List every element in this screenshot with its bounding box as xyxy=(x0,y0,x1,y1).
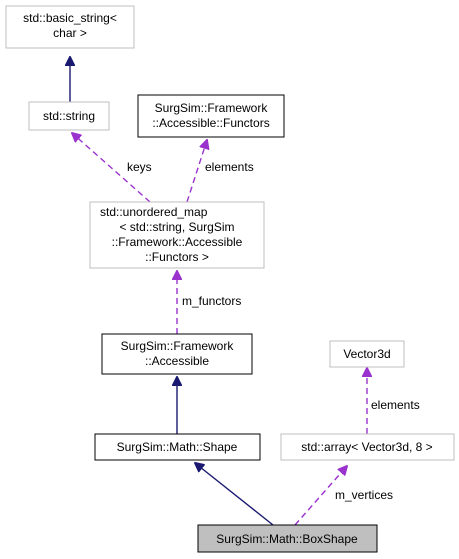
node-std-string[interactable]: std::string xyxy=(28,101,110,131)
node-unordered-map-line-4: ::Functors > xyxy=(145,250,209,264)
edge-m-vertices xyxy=(294,466,347,526)
edge-label-elements-vector: elements xyxy=(371,398,420,412)
edge-label-m-vertices: m_vertices xyxy=(335,488,393,502)
node-boxshape[interactable]: SurgSim::Math::BoxShape xyxy=(197,524,378,553)
node-unordered-map-line-2: < std::string, SurgSim xyxy=(119,220,234,234)
node-basic-string-line-2: char > xyxy=(53,26,87,40)
node-accessible-line-1: SurgSim::Framework xyxy=(121,339,235,353)
node-vector3d-line-1: Vector3d xyxy=(343,347,390,361)
node-unordered-map-line-1: std::unordered_map xyxy=(100,205,208,219)
node-basic-string-line-1: std::basic_string< xyxy=(23,11,117,25)
edge-label-elements-functors: elements xyxy=(205,160,254,174)
edge-label-m-functors: m_functors xyxy=(182,294,241,308)
edge-elements-functors xyxy=(186,140,207,203)
node-basic-string[interactable]: std::basic_string< char > xyxy=(5,5,135,49)
node-functors[interactable]: SurgSim::Framework ::Accessible::Functor… xyxy=(137,94,285,138)
node-accessible[interactable]: SurgSim::Framework ::Accessible xyxy=(101,333,253,375)
node-boxshape-line-1: SurgSim::Math::BoxShape xyxy=(216,532,358,546)
node-std-string-line-1: std::string xyxy=(43,109,95,123)
edge-boxshape-to-shape xyxy=(195,463,274,526)
node-shape[interactable]: SurgSim::Math::Shape xyxy=(94,433,261,461)
node-array[interactable]: std::array< Vector3d, 8 > xyxy=(280,433,455,461)
edge-label-keys: keys xyxy=(127,160,152,174)
node-array-line-1: std::array< Vector3d, 8 > xyxy=(301,440,432,454)
node-functors-line-1: SurgSim::Framework xyxy=(155,101,269,115)
node-shape-line-1: SurgSim::Math::Shape xyxy=(117,440,238,454)
node-accessible-line-2: ::Accessible xyxy=(145,354,209,368)
edge-keys xyxy=(72,133,151,203)
node-unordered-map-line-3: ::Framework::Accessible xyxy=(112,235,243,249)
node-unordered-map[interactable]: std::unordered_map < std::string, SurgSi… xyxy=(89,201,265,269)
node-vector3d[interactable]: Vector3d xyxy=(329,340,405,368)
node-functors-line-2: ::Accessible::Functors xyxy=(152,116,269,130)
